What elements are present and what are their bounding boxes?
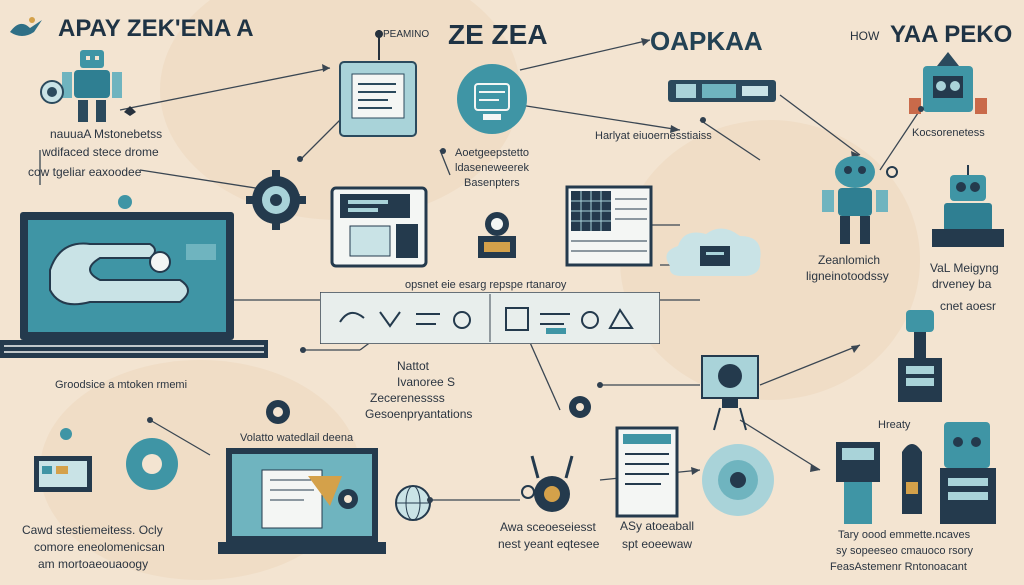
robot-icon xyxy=(930,165,1006,256)
header-center-title: ZE ZEA xyxy=(448,19,548,50)
hreaty-label: Hreaty xyxy=(878,419,911,431)
globe-icon xyxy=(393,483,433,528)
laptop-bottom-label: Groodsice a mtoken rmemi xyxy=(55,379,188,391)
gear-icon xyxy=(565,392,595,427)
bottom-right-label-3: FeasAstemenr Rntonoacant xyxy=(830,561,967,573)
robot-label-1: nauuaA Mstonebetss xyxy=(50,127,163,141)
bottom-right-label-1: Tary oood emmette.ncaves xyxy=(838,529,971,541)
camera-icon xyxy=(472,210,522,275)
connector-dot xyxy=(147,417,153,423)
vat-label-3: cnet aoesr xyxy=(940,299,997,313)
robot-icon xyxy=(905,52,989,127)
right-top-note: Harlyat eiuoernesstiaiss xyxy=(595,130,712,142)
spreadsheet-icon xyxy=(565,185,653,272)
bottom-left-label-3: am mortoaeouaoogy xyxy=(38,557,149,571)
zaen-label-1: Zeanlomich xyxy=(818,253,881,267)
robot-icon xyxy=(812,150,898,251)
header-right-title: OAPKAA xyxy=(650,26,763,56)
bottom-mid-label-2: nest yeant eqtesee xyxy=(498,537,600,551)
center-label-3: Basenpters xyxy=(464,177,520,189)
page-title: APAY ZEK'ENA A xyxy=(58,15,254,42)
header-right2-title: YAA PEKO xyxy=(890,21,1013,48)
bottom-right-label-2: sy sopeeseo cmauoco rsory xyxy=(836,545,973,557)
gear-icon xyxy=(242,170,310,235)
nattot-label-2: Ivanoree S xyxy=(397,375,456,389)
nattot-label-4: Gesoenpryantations xyxy=(365,407,473,421)
connector-dot xyxy=(597,382,603,388)
connector-dot xyxy=(427,497,433,503)
bottom-left-label-2: comore eneolomenicsan xyxy=(34,540,165,554)
bird-icon xyxy=(8,14,44,45)
robot-label-3: cow tgeliar eaxoodee xyxy=(28,165,142,179)
monitor-icon xyxy=(338,60,418,143)
center-label-2: ldaseneweerek xyxy=(455,162,529,174)
robot-icon xyxy=(832,412,1008,533)
robot-arm-icon xyxy=(888,308,954,413)
vat-label-1: VaL Meigyng xyxy=(930,261,999,275)
laptop-icon xyxy=(218,446,388,563)
dot-icon xyxy=(115,192,135,217)
gear-icon xyxy=(262,396,294,433)
gear-icon xyxy=(120,432,184,501)
header-right-small: HOW xyxy=(850,29,880,43)
connector-dot xyxy=(300,347,306,353)
gear-icon xyxy=(335,486,361,517)
microscope-icon xyxy=(698,352,762,437)
bottom-left-label-1: Cawd stestiemeitess. Ocly xyxy=(22,523,163,537)
zaen-label-2: ligneinotoodssy xyxy=(806,269,889,283)
document-icon xyxy=(615,426,679,523)
cloud-server-icon xyxy=(660,222,770,287)
header-small-label: PEAMINO xyxy=(383,29,430,40)
machine-icon xyxy=(518,452,584,523)
banner-title: opsnet eie esarg repspe rtanaroy xyxy=(405,279,567,291)
connector-dot xyxy=(918,106,924,112)
monitor-icon xyxy=(30,426,96,501)
vat-label-2: drveney ba xyxy=(932,277,992,291)
center-label-1: Aoetgeepstetto xyxy=(455,147,530,159)
bottom-mid-label-3: ASy atoeaball xyxy=(620,519,695,533)
gear-icon xyxy=(698,440,778,525)
banner-panel xyxy=(319,291,661,349)
machine-icon xyxy=(668,74,778,111)
robot-label-2: wdifaced stece drome xyxy=(42,145,159,159)
brain-icon xyxy=(455,62,529,141)
bottom-mid-label-1: Awa sceoeseiesst xyxy=(500,520,596,534)
nattot-label-1: Nattot xyxy=(397,359,430,373)
laptop-icon xyxy=(0,210,270,365)
volano-label: Volatto watedlail deena xyxy=(240,432,354,444)
bottom-mid-label-4: spt eoeewaw xyxy=(622,537,693,551)
printer-icon xyxy=(330,184,430,275)
right-corner-label: Kocsorenetess xyxy=(912,127,985,139)
robot-icon xyxy=(40,48,140,129)
connector-dot xyxy=(700,117,706,123)
nattot-label-3: Zecerenessss xyxy=(370,391,445,405)
connector-dot xyxy=(297,156,303,162)
antenna-icon xyxy=(373,30,385,65)
connector-dot xyxy=(440,148,446,154)
